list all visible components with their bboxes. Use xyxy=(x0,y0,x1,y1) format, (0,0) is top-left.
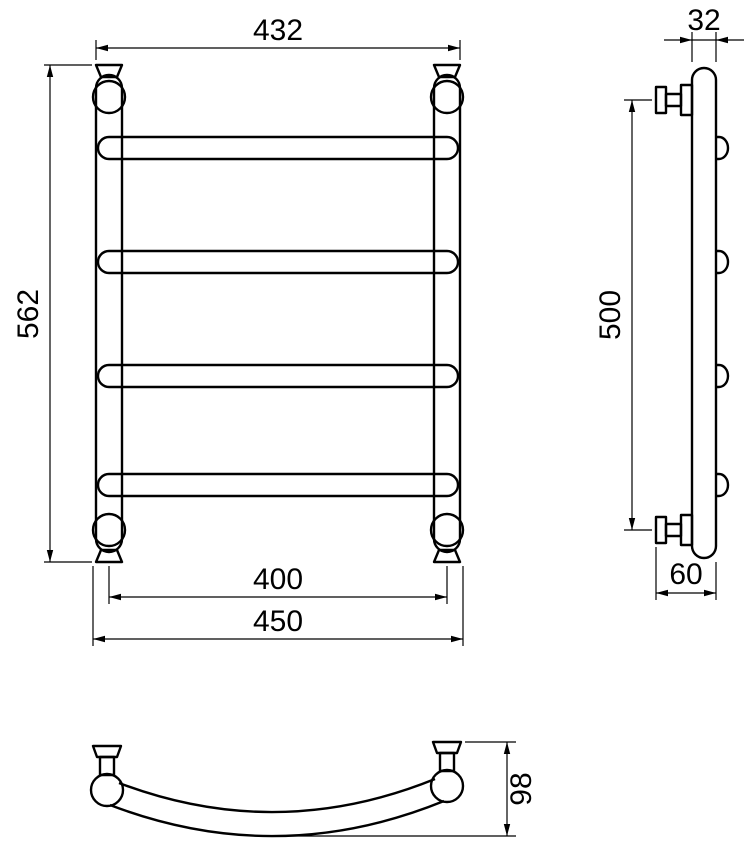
front-rung-1 xyxy=(96,135,460,161)
front-height-label: 562 xyxy=(12,289,45,339)
dim-front-outer-width: 450 xyxy=(92,566,464,646)
bracket-cap-bottom-right xyxy=(432,548,462,564)
bottom-post-right xyxy=(429,768,465,804)
bottom-view: 98 xyxy=(89,740,538,838)
side-rung-stub-2 xyxy=(716,249,730,275)
side-depth-label: 60 xyxy=(669,558,702,591)
dim-side-bracket-span: 500 xyxy=(594,99,652,531)
bracket-wall-plate xyxy=(654,515,668,545)
front-rung-4 xyxy=(96,472,460,498)
bracket-circle-top-right xyxy=(429,79,465,115)
side-rung-stub-3 xyxy=(716,363,730,389)
bottom-bracket-cap-left xyxy=(91,744,123,759)
side-view: 32 500 60 xyxy=(594,4,744,600)
side-tube-width-label: 32 xyxy=(687,4,720,37)
front-inner-width-label: 400 xyxy=(253,563,303,596)
bottom-bracket-neck-left xyxy=(98,755,116,777)
dim-front-height: 562 xyxy=(12,64,92,563)
bottom-curved-rung-front-edge xyxy=(118,777,436,814)
front-post-right xyxy=(432,73,462,554)
bracket-circle-bottom-left xyxy=(91,512,127,548)
side-bracket-bottom xyxy=(654,513,694,547)
front-rung-3 xyxy=(96,363,460,389)
front-view: 432 562 400 450 xyxy=(12,14,465,646)
bracket-wall-plate xyxy=(654,85,668,115)
side-rung-stub-4 xyxy=(716,472,730,498)
dim-front-top-width: 432 xyxy=(95,14,461,60)
side-rung-stub-1 xyxy=(716,135,730,161)
dim-front-inner-width: 400 xyxy=(108,563,448,604)
bracket-cap-top-left xyxy=(94,63,124,79)
bracket-cap-bottom-left xyxy=(94,548,124,564)
front-post-left xyxy=(94,73,124,554)
front-rung-2 xyxy=(96,249,460,275)
bottom-bracket-cap-right xyxy=(431,740,463,755)
bracket-neck xyxy=(664,92,683,108)
side-bracket-top xyxy=(654,83,694,117)
dim-side-depth: 60 xyxy=(655,547,717,600)
side-bracket-span-label: 500 xyxy=(594,290,627,340)
bracket-circle-bottom-right xyxy=(429,512,465,548)
bracket-cap-top-right xyxy=(432,63,462,79)
side-post xyxy=(690,66,718,560)
bracket-neck xyxy=(664,522,683,538)
bottom-depth-label: 98 xyxy=(505,772,538,805)
front-top-width-label: 432 xyxy=(253,14,303,47)
bottom-bracket-neck-right xyxy=(438,751,456,773)
dim-side-tube-width: 32 xyxy=(664,4,744,62)
bracket-circle-top-left xyxy=(91,79,127,115)
bottom-curved-rung-back-edge xyxy=(109,799,445,838)
bracket-collar xyxy=(679,83,694,117)
front-outer-width-label: 450 xyxy=(253,605,303,638)
dim-bottom-depth: 98 xyxy=(285,741,538,837)
bracket-collar xyxy=(679,513,694,547)
bottom-post-left xyxy=(89,772,125,808)
